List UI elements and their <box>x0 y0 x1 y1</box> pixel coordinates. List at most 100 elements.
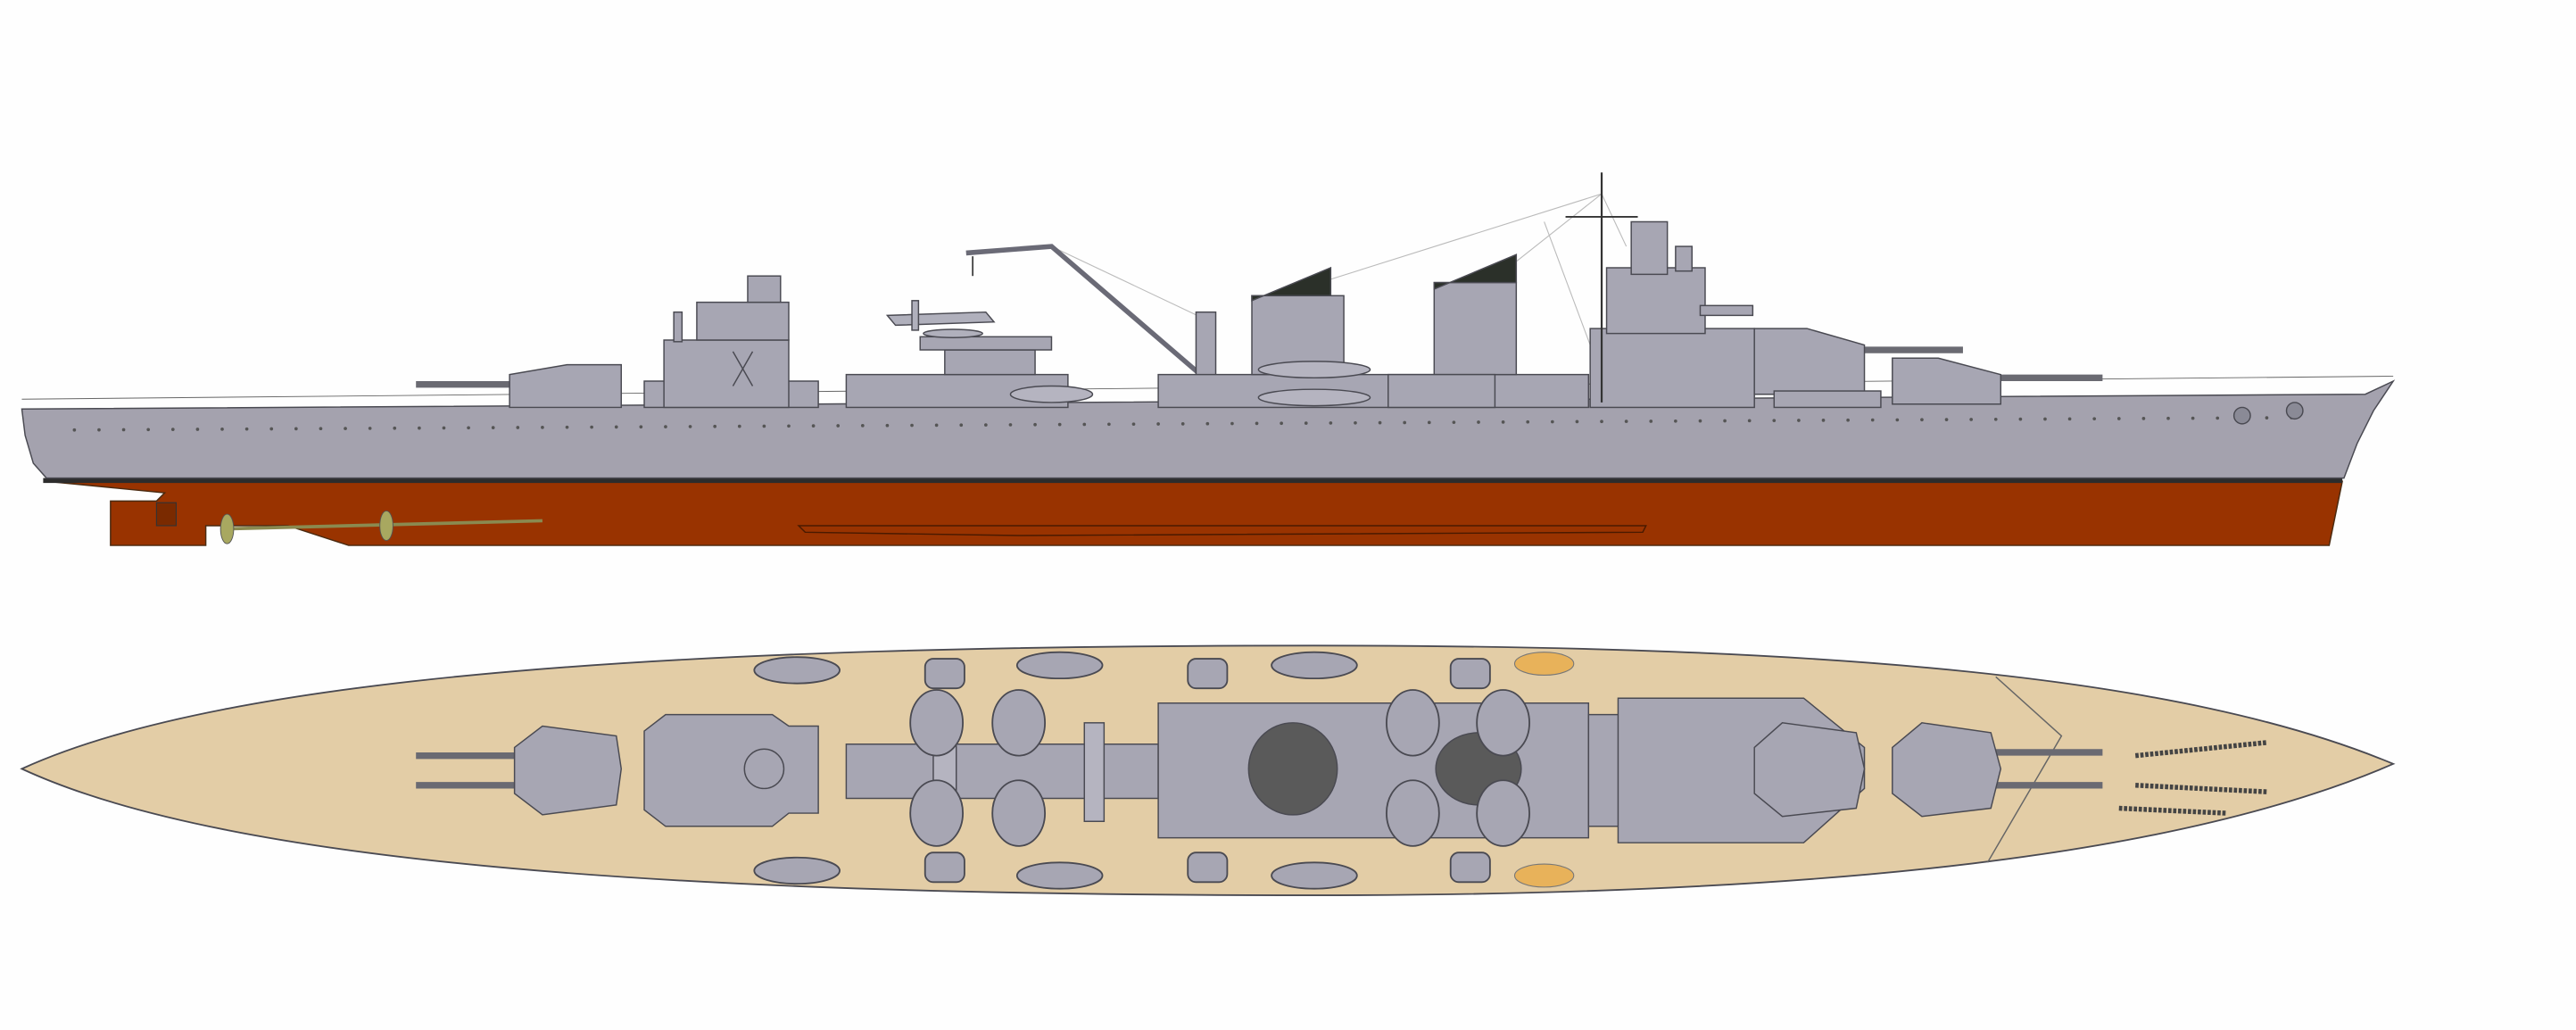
boat <box>1257 388 1371 407</box>
porthole <box>1205 421 1210 426</box>
porthole <box>639 425 643 429</box>
director <box>1675 245 1694 272</box>
bridge-deck <box>1587 713 1622 827</box>
porthole <box>713 424 717 428</box>
boat-or-launcher <box>1015 861 1104 890</box>
porthole <box>885 423 890 428</box>
aft-control-tower <box>663 339 790 409</box>
bilge-keel <box>797 525 1647 536</box>
aa-gun-tub <box>991 689 1047 757</box>
turret-a <box>1892 722 2002 818</box>
porthole <box>565 425 569 429</box>
aft-tower-upper <box>696 301 790 341</box>
porthole <box>418 426 421 430</box>
deckhouse <box>1387 373 1496 409</box>
porthole <box>1575 419 1579 424</box>
underwater-hull <box>46 480 2344 546</box>
porthole <box>688 425 692 428</box>
porthole <box>146 428 151 432</box>
aa-gun-tub <box>991 779 1047 847</box>
secondary-gun-mount <box>1449 851 1491 884</box>
porthole <box>910 423 914 428</box>
porthole <box>393 426 397 430</box>
turret-a <box>1892 357 2002 405</box>
anchor-hawse-icon <box>2285 402 2304 420</box>
midship-deck-structure <box>1157 373 1590 409</box>
profile-view <box>21 172 2396 546</box>
propeller-icon <box>219 510 393 544</box>
aa-gun-tub <box>1476 689 1530 757</box>
porthole <box>269 427 274 431</box>
porthole <box>811 424 816 428</box>
porthole <box>442 426 446 430</box>
funnel-fore <box>1433 281 1518 376</box>
floatplane <box>885 300 996 338</box>
boat-or-launcher <box>753 656 841 685</box>
aft-rangefinder <box>747 275 782 303</box>
portholes <box>72 416 2293 432</box>
porthole <box>1674 419 1677 423</box>
porthole <box>1107 422 1111 427</box>
porthole <box>1723 419 1727 423</box>
porthole <box>1280 421 1283 426</box>
control-tower <box>1630 220 1669 276</box>
porthole <box>1427 420 1431 425</box>
aft-superstructure <box>643 713 819 827</box>
porthole <box>1230 421 1234 426</box>
secondary-gun-mount <box>1187 658 1229 690</box>
porthole <box>1870 418 1875 422</box>
porthole <box>1057 422 1062 427</box>
orange-boat <box>1513 652 1575 677</box>
porthole <box>1550 419 1554 424</box>
porthole <box>1969 418 1973 421</box>
secondary-gun-mount <box>1449 658 1491 690</box>
bridge <box>1605 267 1706 335</box>
porthole <box>737 424 741 428</box>
porthole <box>319 427 323 431</box>
boat-or-launcher <box>753 856 841 885</box>
porthole <box>1378 420 1382 425</box>
porthole <box>1477 420 1480 424</box>
porthole <box>97 428 101 432</box>
porthole <box>787 424 791 428</box>
porthole <box>2043 417 2047 421</box>
aft-mast-post <box>673 311 683 343</box>
aa-gun-tub <box>1386 689 1440 757</box>
porthole <box>1624 419 1628 423</box>
porthole <box>368 427 372 430</box>
plan-view <box>20 644 2396 896</box>
porthole <box>614 425 618 429</box>
barbette-b <box>1773 390 1882 409</box>
aft-director <box>743 748 785 790</box>
porthole <box>72 428 77 432</box>
porthole <box>590 425 593 429</box>
porthole <box>2116 417 2121 420</box>
funnel-cap <box>1433 253 1518 291</box>
porthole <box>762 424 766 428</box>
porthole <box>121 428 126 432</box>
porthole <box>1403 420 1407 425</box>
rudder <box>155 502 178 527</box>
porthole <box>1797 419 1801 422</box>
porthole <box>294 427 298 431</box>
aircraft-platform-support <box>944 349 1036 376</box>
porthole <box>2191 416 2195 420</box>
breakwater <box>1986 676 2063 863</box>
porthole <box>2018 417 2023 421</box>
secondary-gun-mount <box>924 851 965 884</box>
aft-tower-bracing <box>732 351 754 386</box>
porthole <box>1008 423 1013 427</box>
porthole <box>959 423 964 428</box>
aa-gun-tub <box>909 689 964 757</box>
porthole <box>1452 420 1456 425</box>
porthole <box>2092 417 2097 421</box>
aircraft-platform <box>919 336 1053 351</box>
porthole <box>664 425 667 428</box>
porthole <box>1255 421 1259 426</box>
porthole <box>516 426 520 429</box>
porthole <box>1082 422 1087 427</box>
porthole <box>1895 418 1900 422</box>
porthole <box>984 423 988 427</box>
porthole <box>1156 422 1160 426</box>
anchor-hawse-icon <box>2232 406 2251 425</box>
